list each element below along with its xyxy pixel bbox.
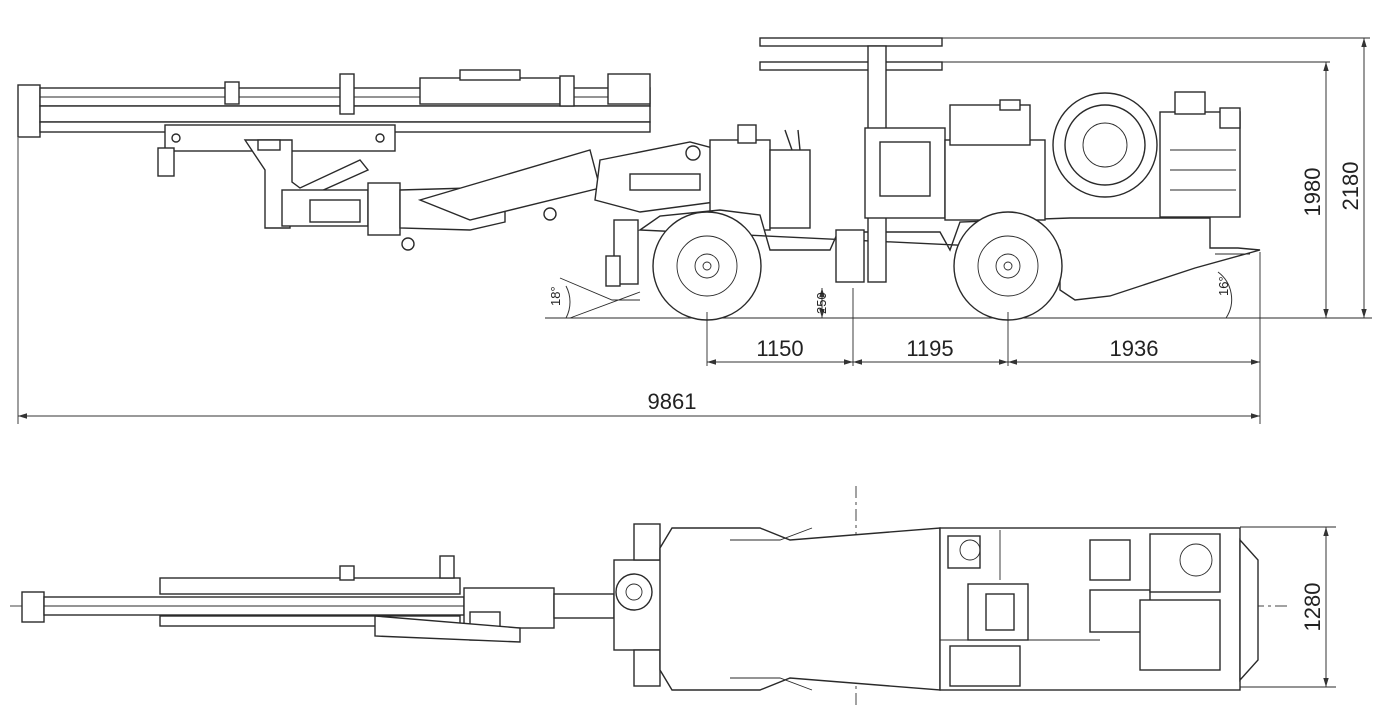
feed-beam [17, 69, 651, 177]
canopy-height-label: 2180 [1338, 162, 1363, 211]
chassis-plan [659, 527, 1259, 691]
rear-overhang-label: 1936 [1110, 336, 1159, 361]
width-label: 1280 [1300, 583, 1325, 632]
ground-clearance-label: 250 [814, 292, 829, 314]
boom-arm [243, 139, 731, 251]
wheelbase-label: 1195 [906, 336, 953, 361]
plan-view: 1280 [10, 486, 1336, 705]
overall-length-label: 9861 [648, 389, 697, 414]
front-wheel [652, 211, 762, 321]
engine-unit [864, 91, 1241, 221]
departure-angle-label: 16° [1216, 276, 1231, 296]
body-height-label: 1980 [1300, 168, 1325, 217]
rear-wheel [953, 211, 1063, 321]
chassis [559, 209, 1261, 301]
approach-angle-label: 18° [548, 286, 563, 306]
approach-angle-line [569, 291, 641, 319]
departure-angle-arc [1217, 271, 1233, 319]
front-overhang-label: 1150 [756, 336, 803, 361]
side-view: 18° 16° 250 1150 1195 1936 9861 1980 218… [17, 37, 1372, 424]
approach-angle-arc [565, 285, 571, 319]
feed-beam-plan [21, 555, 615, 643]
